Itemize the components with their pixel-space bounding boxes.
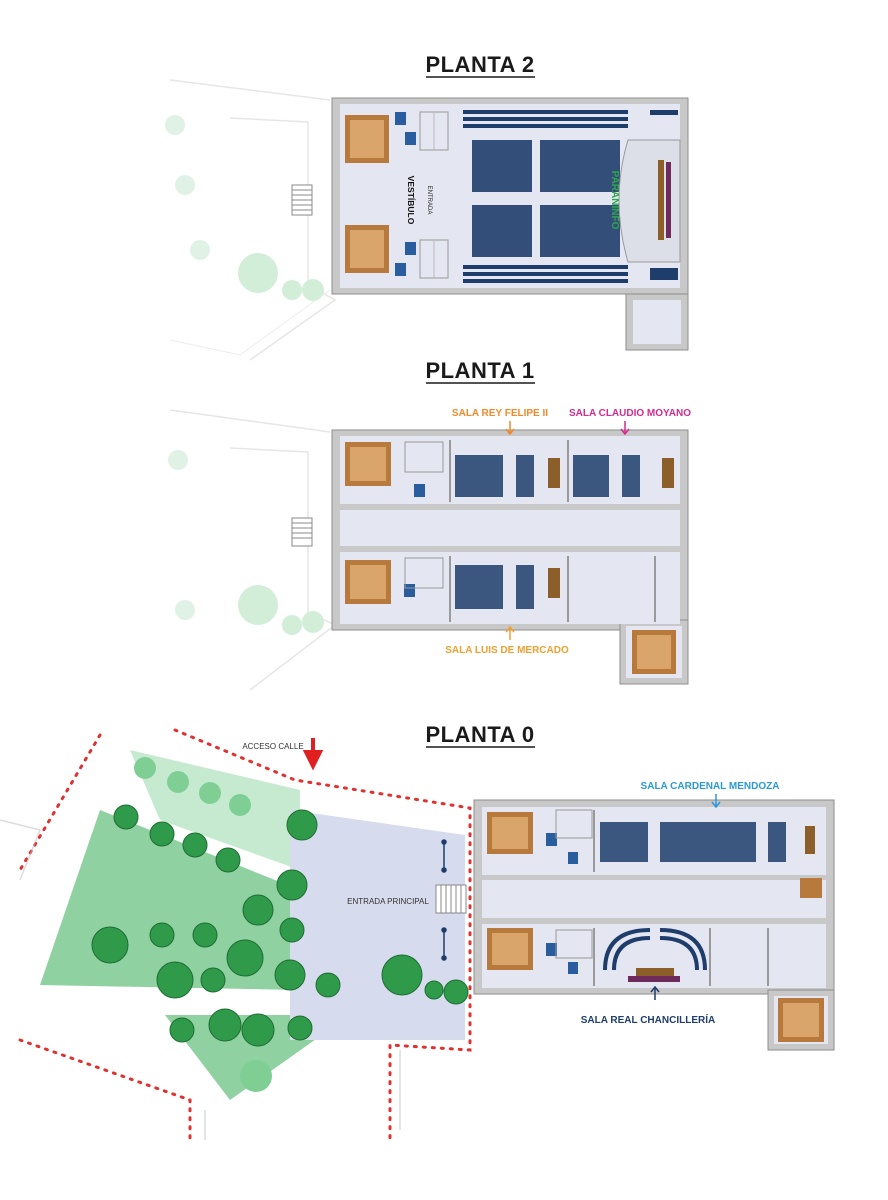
entrada-label: ENTRADA [426,186,432,215]
stairs-icon [345,115,389,273]
stairs-icon [345,442,676,674]
surroundings-faded [165,79,337,361]
room-seating [455,455,640,609]
presidency-table [805,826,815,854]
arrow-down-icon [302,738,324,771]
auditorium-seating [463,110,678,283]
corridor [340,510,680,546]
stairs-icon [291,517,313,547]
arrow-down-icon [711,794,721,809]
boundary-walls [0,819,401,1140]
acceso-calle-label: ACCESO CALLE [242,742,303,751]
room-seating [600,822,786,862]
floor-title-planta-1: PLANTA 1 [425,358,534,383]
paraninfo-label: PARANINFO [609,171,620,230]
lift-icon [395,112,416,276]
presidency-table [628,968,680,982]
entrance-gate [441,839,447,961]
floor-title-planta-0: PLANTA 0 [425,722,534,747]
arrow-up-icon [650,985,660,1000]
stairs-icon [435,884,467,914]
arrow-down-icon [505,421,515,436]
arrow-down-icon [620,421,630,436]
toilet-icon [555,809,593,959]
vestibulo-label: VESTÍBULO [406,176,416,225]
lift-icon [546,833,578,974]
toilet-icon [419,111,449,279]
toilet-icon [404,441,444,589]
stage-table [658,160,671,240]
plaza-area [290,810,465,1040]
sala-luis-de-mercado-label: SALA LUIS DE MERCADO [445,645,569,656]
sala-cardenal-mendoza-label: SALA CARDENAL MENDOZA [641,781,780,792]
arrow-up-icon [505,625,515,640]
floor-title-planta-2: PLANTA 2 [425,52,534,77]
presidency-table [548,458,674,598]
sala-rey-felipe-label: SALA REY FELIPE II [452,408,548,419]
tree-icon [91,757,469,1092]
floor-plan-planta-2: PLANTA 2 [165,52,689,361]
surroundings-faded [168,409,337,691]
stairs-icon [291,184,313,216]
sala-real-chancilleria-label: SALA REAL CHANCILLERÍA [581,1013,715,1026]
stage-area [618,139,681,263]
corridor [482,880,826,918]
entrada-principal-label: ENTRADA PRINCIPAL [347,897,429,906]
room-walls [449,440,656,622]
room-walls [593,810,769,986]
sala-claudio-moyano-label: SALA CLAUDIO MOYANO [569,408,691,419]
floor-plan-planta-0: PLANTA 0 [0,722,835,1142]
room-seating [603,928,707,971]
access-path [18,728,472,1142]
lift-icon [404,484,425,597]
stairs-icon [487,812,824,1042]
floor-plan-planta-1: PLANTA 1 [168,358,691,691]
